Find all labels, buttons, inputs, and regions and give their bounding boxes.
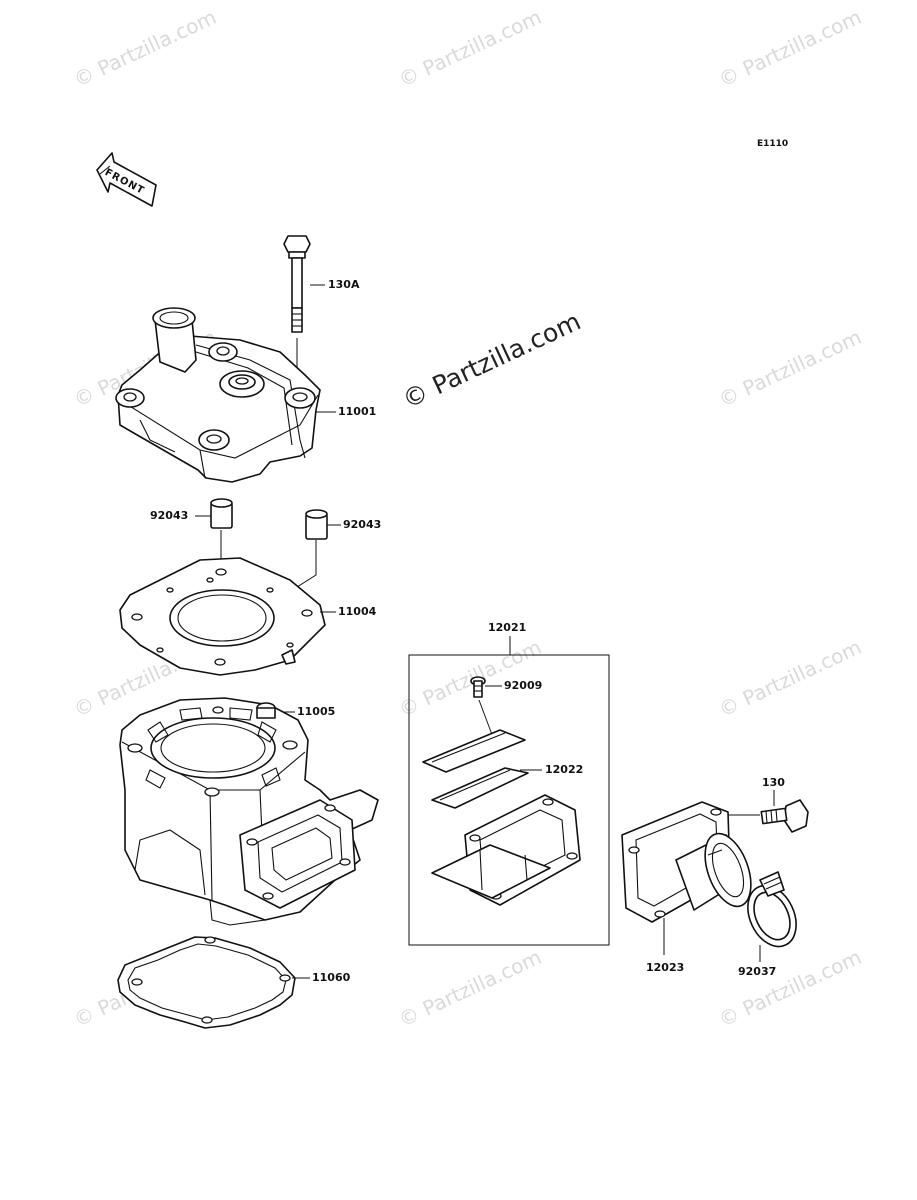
label-dowel-right: 92043 [343,518,382,531]
reed-block-drawing [431,794,581,906]
cylinder-head-drawing [115,307,321,483]
reed-stopper-drawing [422,729,526,773]
intake-pipe-drawing [621,801,752,923]
dowel-left-drawing [210,498,233,529]
base-gasket-drawing [117,936,296,1029]
cylinder-drawing [119,697,379,926]
label-reed-valve-assembly: 12021 [488,621,527,634]
clamp-drawing [747,871,797,948]
front-arrow-icon [96,152,157,207]
label-dowel-left: 92043 [150,509,189,522]
bolt-130-drawing [760,799,809,833]
bolt-130a-drawing [283,235,311,333]
reed-drawing [431,767,529,809]
label-intake-pipe: 12023 [646,961,685,974]
label-clamp: 92037 [738,965,777,978]
label-head-gasket: 11004 [338,605,377,618]
label-cylinder-head: 11001 [338,405,377,418]
label-cylinder: 11005 [297,705,336,718]
label-bolt-130: 130 [762,776,785,789]
head-gasket-drawing [119,557,326,676]
label-reed: 12022 [545,763,584,776]
dowel-right-drawing [305,509,328,540]
label-base-gasket: 11060 [312,971,351,984]
label-bolt-130a: 130A [328,278,360,291]
reed-valve-assembly-box [408,654,610,946]
label-screw: 92009 [504,679,543,692]
screw-drawing [470,676,486,698]
diagram-code: E1110 [757,139,789,149]
